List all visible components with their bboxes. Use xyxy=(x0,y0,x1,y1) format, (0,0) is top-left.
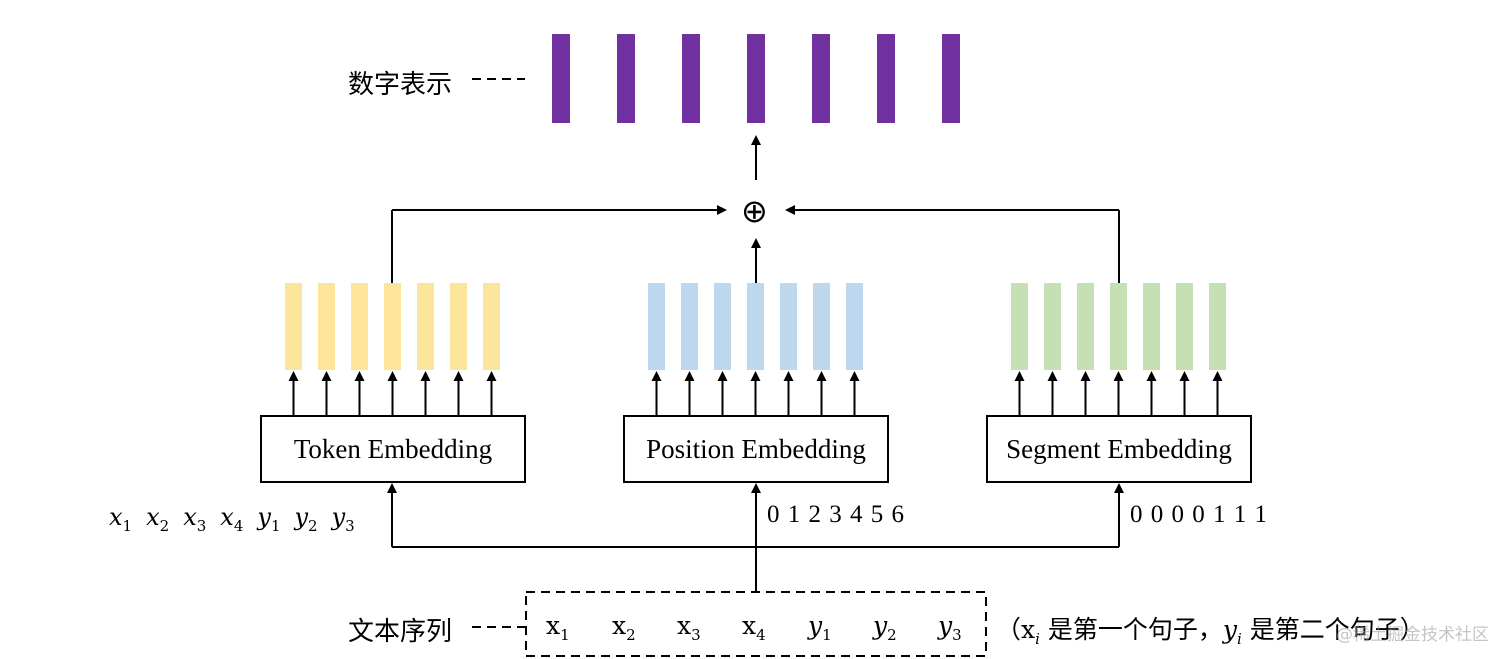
sequence-box xyxy=(525,591,987,657)
sequence-token: x3 xyxy=(677,611,701,644)
sequence-token: y2 xyxy=(873,611,897,644)
segment-embedding-label: Segment Embedding xyxy=(1006,433,1232,464)
watermark: @稀土掘金技术社区 xyxy=(1336,625,1489,645)
token-input-item: y1 xyxy=(257,503,281,535)
token-input-item: x2 xyxy=(146,503,170,535)
output-bar xyxy=(682,34,700,123)
segment-embedding-bar xyxy=(1077,283,1094,370)
token-input-item: x3 xyxy=(183,503,207,535)
position-embedding-bar xyxy=(780,283,797,370)
sequence-token: y3 xyxy=(938,611,962,644)
sequence-token: x2 xyxy=(612,611,636,644)
output-bar xyxy=(617,34,635,123)
token-embedding-box xyxy=(260,415,526,483)
output-bar xyxy=(877,34,895,123)
token-embedding-bars xyxy=(285,283,500,370)
token-input-item: x1 xyxy=(109,503,133,535)
note-y-sub: i xyxy=(1237,630,1242,648)
token-input-item: y2 xyxy=(294,503,318,535)
segment-embedding-bar xyxy=(1209,283,1226,370)
segment-input-sequence: 0 0 0 0 1 1 1 xyxy=(1130,501,1268,528)
sequence-token: x1 xyxy=(546,611,570,644)
note-x-text: 是第一个句子， xyxy=(1047,615,1223,644)
position-embedding-bar xyxy=(813,283,830,370)
segment-embedding-bars xyxy=(1011,283,1226,370)
segment-embedding-bar xyxy=(1176,283,1193,370)
segment-embedding-bar xyxy=(1044,283,1061,370)
position-embedding-label: Position Embedding xyxy=(646,433,866,464)
sequence-note: （xi 是第一个句子，yi 是第二个句子） xyxy=(996,610,1425,648)
token-input-item: x4 xyxy=(220,503,244,535)
note-x-sub: i xyxy=(1035,630,1040,648)
output-bar xyxy=(747,34,765,123)
position-embedding-bar xyxy=(648,283,665,370)
note-y-symbol: yi xyxy=(1222,615,1242,648)
position-embedding-bar xyxy=(747,283,764,370)
note-y-base: y xyxy=(1222,615,1238,644)
numeric-representation-label: 数字表示 xyxy=(348,70,453,100)
note-x-symbol: xi xyxy=(1021,615,1040,648)
sequence-token: y1 xyxy=(808,611,832,644)
segment-embedding-bar xyxy=(1011,283,1028,370)
position-embedding-bar xyxy=(846,283,863,370)
sum-symbol: ⊕ xyxy=(741,192,768,230)
token-input-item: y3 xyxy=(331,503,355,535)
token-input-sequence: x1 x2 x3 x4 y1 y2 y3 xyxy=(109,503,369,535)
position-embedding-box xyxy=(623,415,889,483)
token-embedding-bar xyxy=(351,283,368,370)
segment-embedding-bar xyxy=(1143,283,1160,370)
output-bar xyxy=(812,34,830,123)
segment-embedding-box xyxy=(986,415,1252,483)
note-x-base: x xyxy=(1021,615,1036,644)
token-embedding-bar xyxy=(417,283,434,370)
segment-embedding-bar xyxy=(1110,283,1127,370)
token-embedding-bar xyxy=(384,283,401,370)
flow-connectors xyxy=(387,78,1124,628)
output-bar xyxy=(942,34,960,123)
token-embedding-bar xyxy=(450,283,467,370)
output-embedding-bars xyxy=(552,34,960,123)
note-open-paren: （ xyxy=(996,615,1022,644)
text-sequence-label: 文本序列 xyxy=(348,617,453,647)
token-embedding-bar xyxy=(285,283,302,370)
position-input-sequence: 0 1 2 3 4 5 6 xyxy=(767,501,905,528)
token-embedding-bar xyxy=(318,283,335,370)
position-embedding-bar xyxy=(714,283,731,370)
embedding-boxes xyxy=(260,415,1252,657)
token-embedding-label: Token Embedding xyxy=(293,433,493,464)
position-embedding-bars xyxy=(648,283,863,370)
token-embedding-bar xyxy=(483,283,500,370)
sequence-token: x4 xyxy=(742,611,766,644)
note-y-text: 是第二个句子） xyxy=(1249,615,1425,644)
output-bar xyxy=(552,34,570,123)
embedding-output-arrows xyxy=(288,371,1223,415)
position-embedding-bar xyxy=(681,283,698,370)
